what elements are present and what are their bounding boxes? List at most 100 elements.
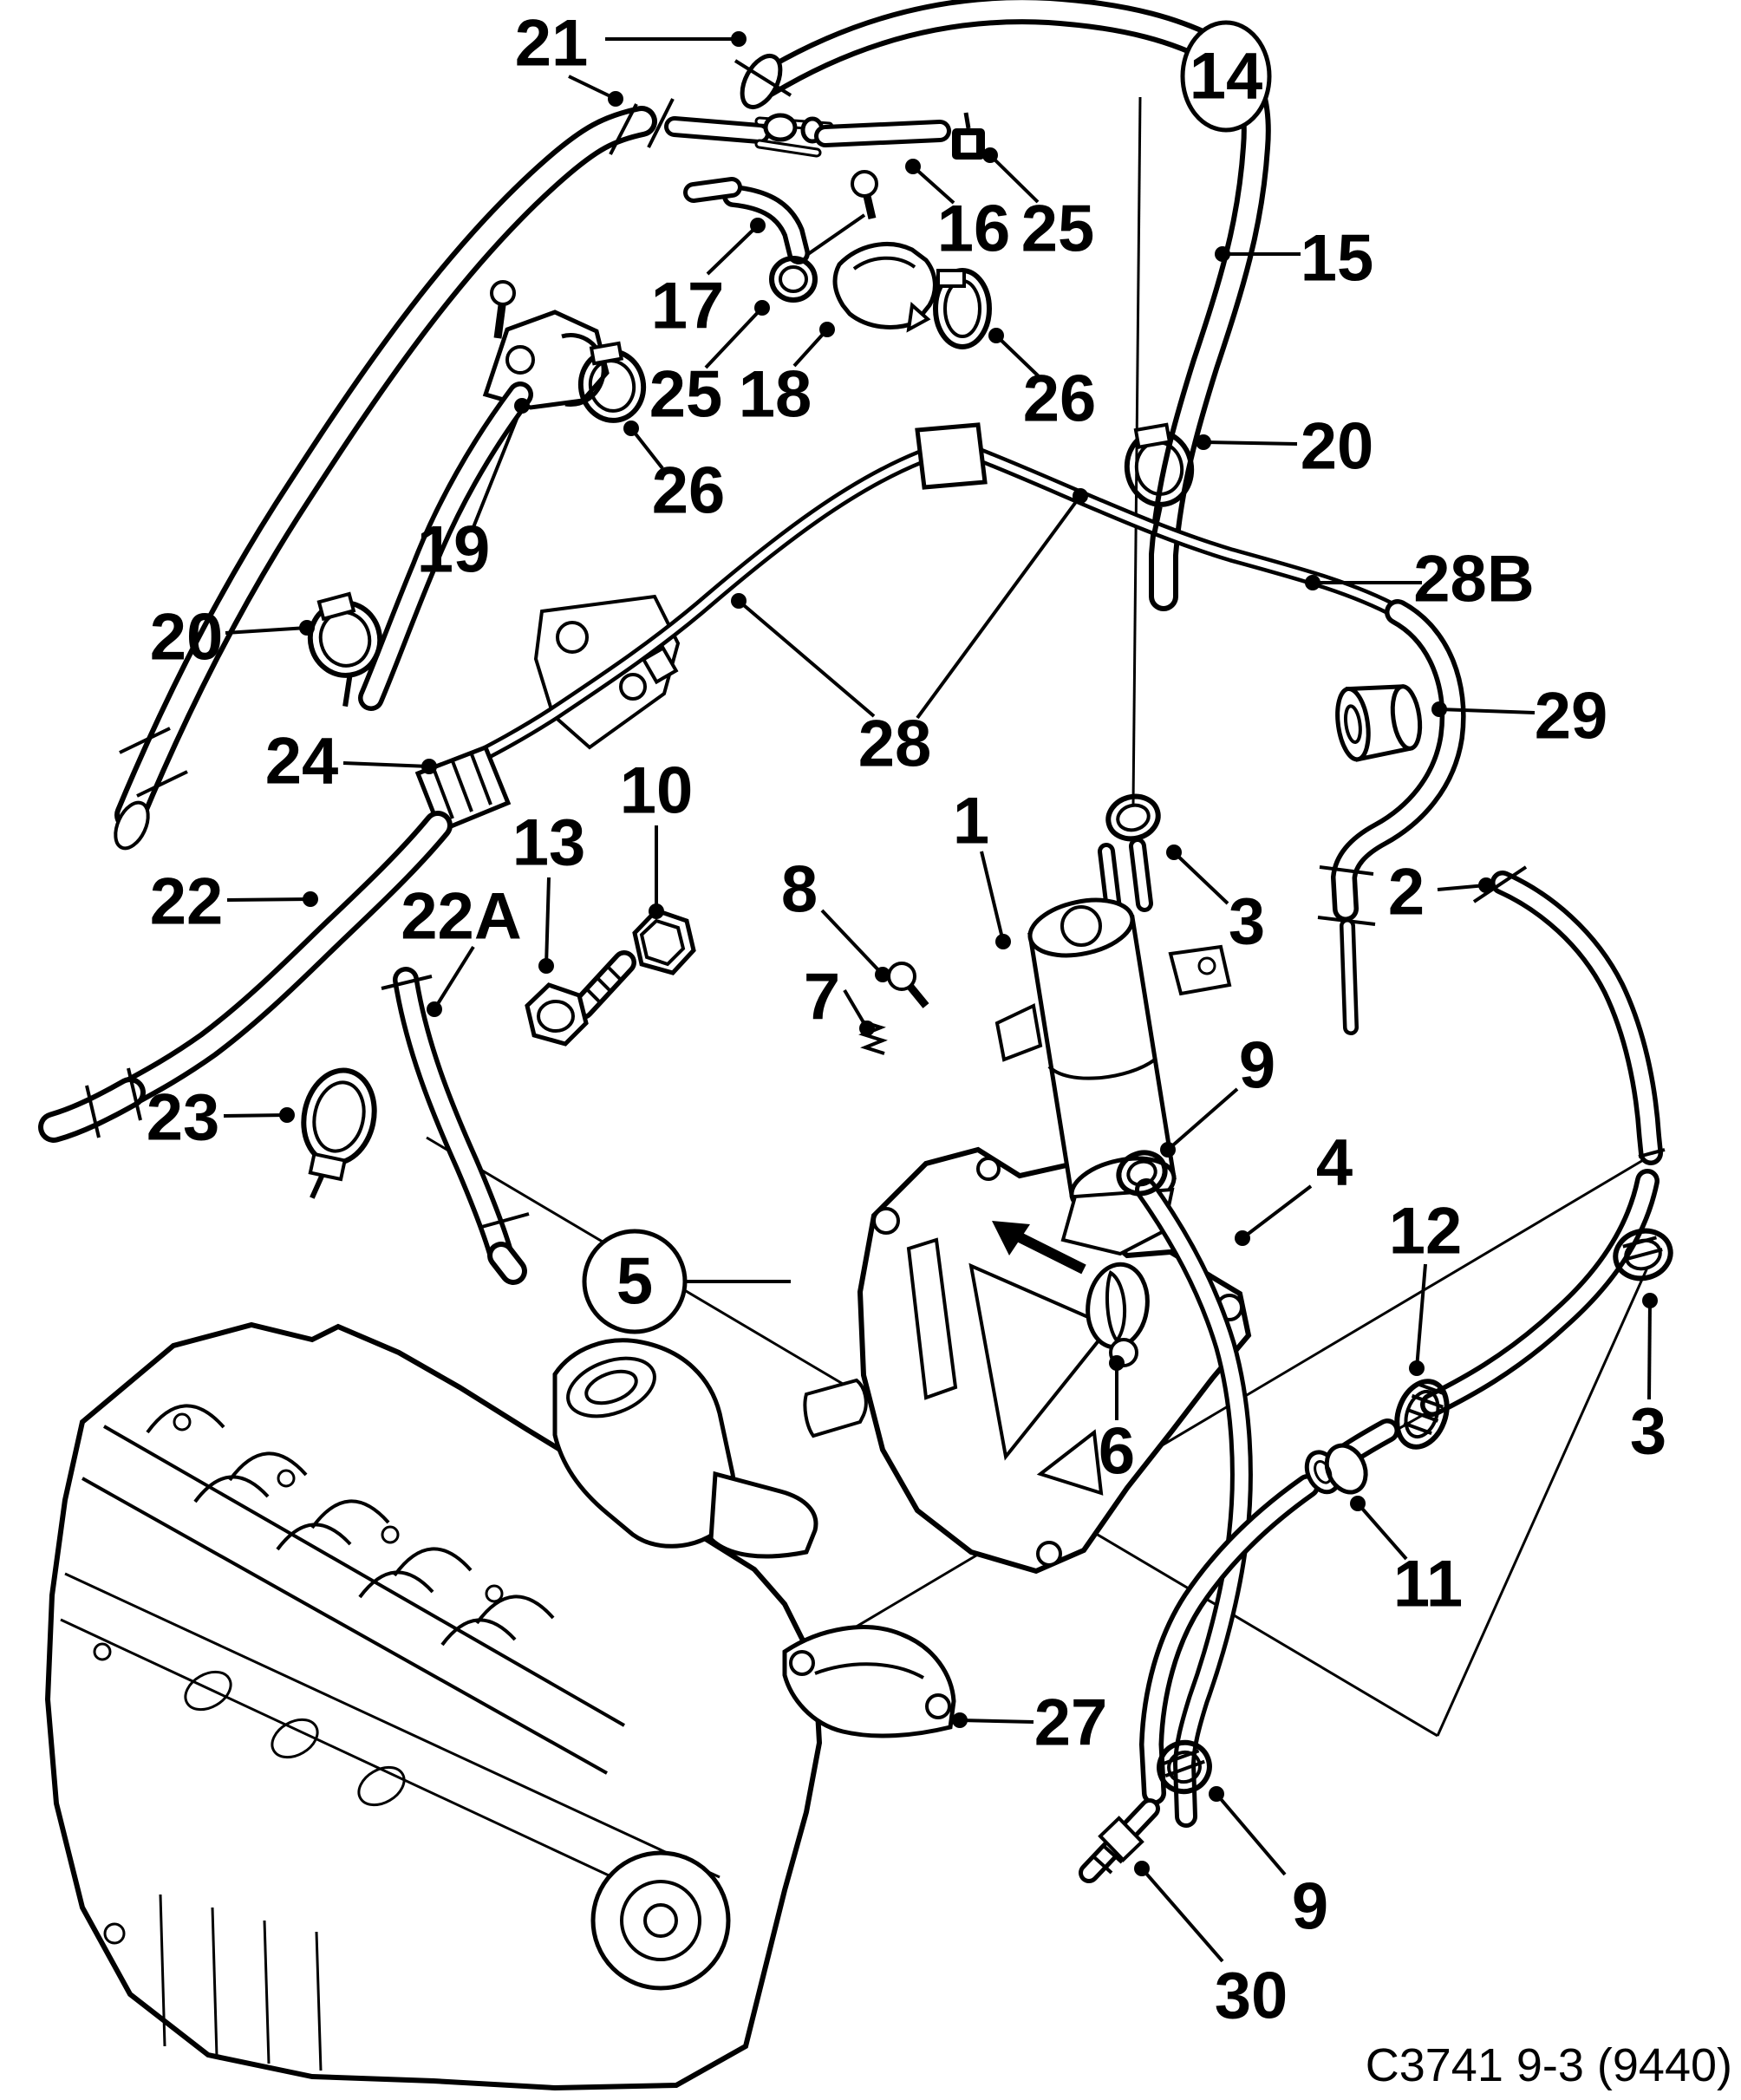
callout-10: 10 — [620, 754, 693, 919]
leader-dot — [303, 891, 318, 907]
spring-7 — [858, 1020, 888, 1055]
clamp-3-right — [1613, 1228, 1673, 1282]
leader-line — [706, 224, 760, 276]
nut-13 — [525, 982, 589, 1047]
leader-dot — [1431, 701, 1447, 717]
leader-line — [544, 877, 551, 967]
leader-dot — [995, 934, 1011, 949]
pump-bracket — [857, 1146, 1252, 1575]
callout-3: 3 — [1630, 1293, 1666, 1469]
leader-line — [1215, 1792, 1287, 1876]
part-number-26: 26 — [652, 454, 726, 528]
leader-line — [472, 405, 524, 528]
leader-dot — [649, 903, 664, 919]
leader-dot — [299, 620, 315, 636]
part-number-28b: 28B — [1413, 543, 1534, 616]
assembly-circle — [1180, 20, 1272, 133]
thermostat-housing — [552, 1338, 868, 1559]
part-number-1: 1 — [953, 785, 989, 858]
leader-line — [225, 626, 308, 635]
callout-26: 26 — [988, 328, 1096, 436]
leader-line — [820, 909, 884, 976]
bracket-19 — [482, 280, 610, 410]
callout-22a: 22A — [401, 880, 522, 1017]
leader-line — [994, 334, 1042, 380]
part-number-3: 3 — [1630, 1395, 1666, 1469]
leader-line — [1647, 1300, 1652, 1400]
leader-line — [959, 1718, 1034, 1724]
part-number-21: 21 — [515, 7, 589, 81]
leader-dot — [421, 759, 437, 774]
callout-25: 25 — [649, 300, 770, 432]
leader-line — [342, 761, 430, 768]
bushing-29 — [1335, 684, 1423, 762]
part-number-22: 22 — [150, 865, 224, 939]
callout-23: 23 — [147, 1081, 295, 1155]
part-number-22a: 22A — [401, 880, 521, 954]
leader-dot — [859, 1021, 875, 1036]
support-bracket-27 — [782, 1625, 956, 1738]
leader-line — [737, 599, 876, 718]
callout-5: 5 — [582, 1229, 791, 1334]
part-number-15: 15 — [1301, 222, 1374, 296]
callout-4: 4 — [1235, 1126, 1353, 1246]
leader-line — [911, 165, 955, 205]
clamp-20-left — [307, 591, 383, 708]
part-number-7: 7 — [804, 961, 840, 1034]
leader-dot — [1478, 877, 1494, 893]
part-number-9: 9 — [1292, 1870, 1328, 1944]
part-number-12: 12 — [1389, 1195, 1463, 1268]
clamp-26-top — [933, 268, 992, 349]
callout-9: 9 — [1209, 1786, 1328, 1944]
part-number-17: 17 — [651, 270, 725, 343]
callout-17: 17 — [651, 218, 766, 343]
sleeve-24 — [414, 744, 512, 834]
leader-line — [1437, 884, 1487, 891]
leader-dot — [982, 147, 998, 163]
callout-15: 15 — [1215, 222, 1373, 296]
leader-line — [629, 427, 664, 470]
leader-dot — [754, 300, 770, 316]
leader-dot — [514, 398, 530, 414]
leader-line — [1415, 1263, 1427, 1369]
leader-line — [568, 75, 616, 101]
callout-12: 12 — [1389, 1195, 1463, 1376]
clip-25-top — [952, 112, 985, 160]
leader-line — [1438, 708, 1536, 714]
leader-dot — [1305, 575, 1320, 590]
hose-22 — [38, 811, 453, 1143]
part-number-5: 5 — [616, 1245, 653, 1319]
part-number-4: 4 — [1316, 1126, 1353, 1200]
leader-dot — [731, 593, 747, 609]
leader-line — [1140, 1867, 1224, 1963]
leader-line — [1241, 1184, 1313, 1240]
part-number-23: 23 — [147, 1081, 220, 1155]
leader-dot — [819, 322, 835, 337]
cap-bracket-18 — [832, 242, 937, 333]
callout-29: 29 — [1431, 680, 1607, 753]
callout-28b: 28B — [1305, 543, 1535, 616]
leader-line — [792, 328, 829, 368]
part-number-11: 11 — [1393, 1548, 1463, 1621]
seal-rings — [763, 113, 825, 144]
callout-18: 18 — [739, 322, 835, 432]
callout-7: 7 — [804, 961, 875, 1036]
part-number-19: 19 — [417, 513, 491, 587]
part-number-29: 29 — [1535, 680, 1608, 753]
callout-16: 16 — [905, 159, 1010, 266]
leader-dot — [1209, 1786, 1224, 1802]
part-number-13: 13 — [512, 806, 586, 880]
clamp-26-left — [577, 341, 647, 423]
leader-dot — [1073, 488, 1088, 504]
leader-line — [980, 851, 1005, 942]
callout-13: 13 — [512, 806, 586, 974]
part-number-25: 25 — [649, 358, 723, 432]
clamp-12 — [1394, 1379, 1450, 1450]
leader-dot — [1134, 1861, 1150, 1876]
hose-21 — [114, 98, 675, 851]
hose-22A — [381, 967, 530, 1285]
callout-27: 27 — [952, 1686, 1107, 1760]
leader-dot — [750, 218, 766, 233]
pipe-16 — [814, 120, 951, 147]
